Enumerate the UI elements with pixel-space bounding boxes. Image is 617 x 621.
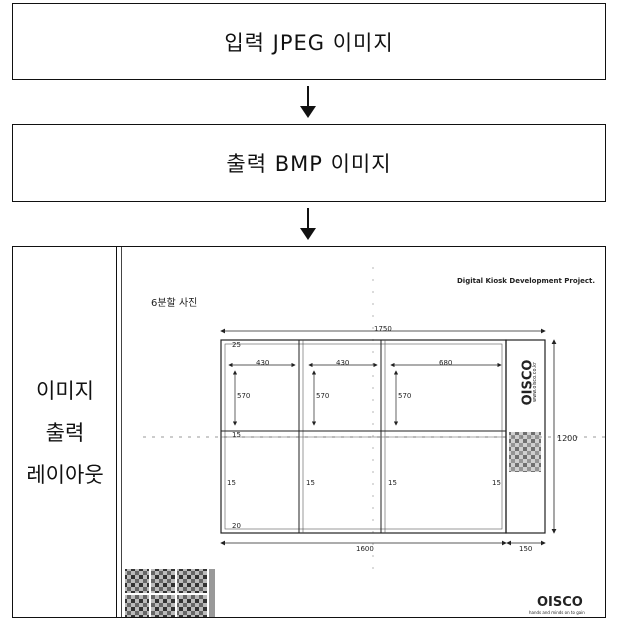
input-step-label: 입력 JPEG 이미지 — [224, 30, 394, 55]
dim-col2: 430 — [336, 359, 350, 367]
dim-logo-width: 150 — [519, 545, 533, 553]
arrow-2-shaft — [307, 208, 309, 230]
dim-row-height-3: 570 — [398, 392, 412, 400]
dim-photo-width: 1600 — [356, 545, 374, 553]
footer-logo-text: OISCO — [537, 595, 583, 610]
arrow-2-head — [300, 228, 316, 240]
side-label-line3: 레이아웃 — [26, 463, 104, 487]
dim-row-height-1: 570 — [237, 392, 251, 400]
input-step-box: 입력 JPEG 이미지 — [12, 3, 606, 80]
logo-panel-graphic — [509, 432, 541, 472]
output-step-label: 출력 BMP 이미지 — [226, 152, 392, 176]
logo-panel-tagline: www.oisco.co.kr — [532, 361, 539, 403]
arrow-1-shaft — [307, 86, 309, 110]
layout-drawing — [125, 267, 607, 617]
layout-sheet: Digital Kiosk Development Project. 6분할 사… — [123, 247, 607, 617]
footer-logo-tagline: hands and minds on to gain — [529, 610, 585, 615]
arrow-1-head — [300, 106, 316, 118]
dim-col1: 430 — [256, 359, 270, 367]
dim-total-height: 1200 — [557, 434, 578, 443]
photo-frame — [220, 339, 507, 534]
project-title: Digital Kiosk Development Project. — [456, 277, 595, 285]
dim-gap-c: 15 — [388, 479, 397, 487]
layout-step-box: 이미지 출력 레이아웃 Digital Kiosk Development Pr… — [12, 246, 607, 618]
dim-row-height-2: 570 — [316, 392, 330, 400]
dim-col3: 680 — [439, 359, 453, 367]
dim-gap-a: 15 — [227, 479, 236, 487]
photo-frame-inner — [224, 343, 503, 530]
dim-gap-d: 15 — [492, 479, 501, 487]
output-step-box: 출력 BMP 이미지 — [12, 124, 606, 202]
layout-side-column: 이미지 출력 레이아웃 — [13, 247, 117, 617]
side-column-divider — [121, 247, 122, 617]
side-label-line1: 이미지 — [36, 379, 94, 403]
side-label-line2: 출력 — [45, 421, 85, 445]
dim-total-width: 1750 — [374, 325, 392, 333]
dim-top-margin: 25 — [232, 341, 241, 349]
section-title: 6분할 사진 — [151, 298, 198, 309]
logo-panel — [505, 339, 546, 534]
dim-bottom-margin: 20 — [232, 522, 241, 530]
thumbnail-grid — [125, 569, 215, 617]
dim-middle-gap: 15 — [232, 431, 241, 439]
dim-gap-b: 15 — [306, 479, 315, 487]
